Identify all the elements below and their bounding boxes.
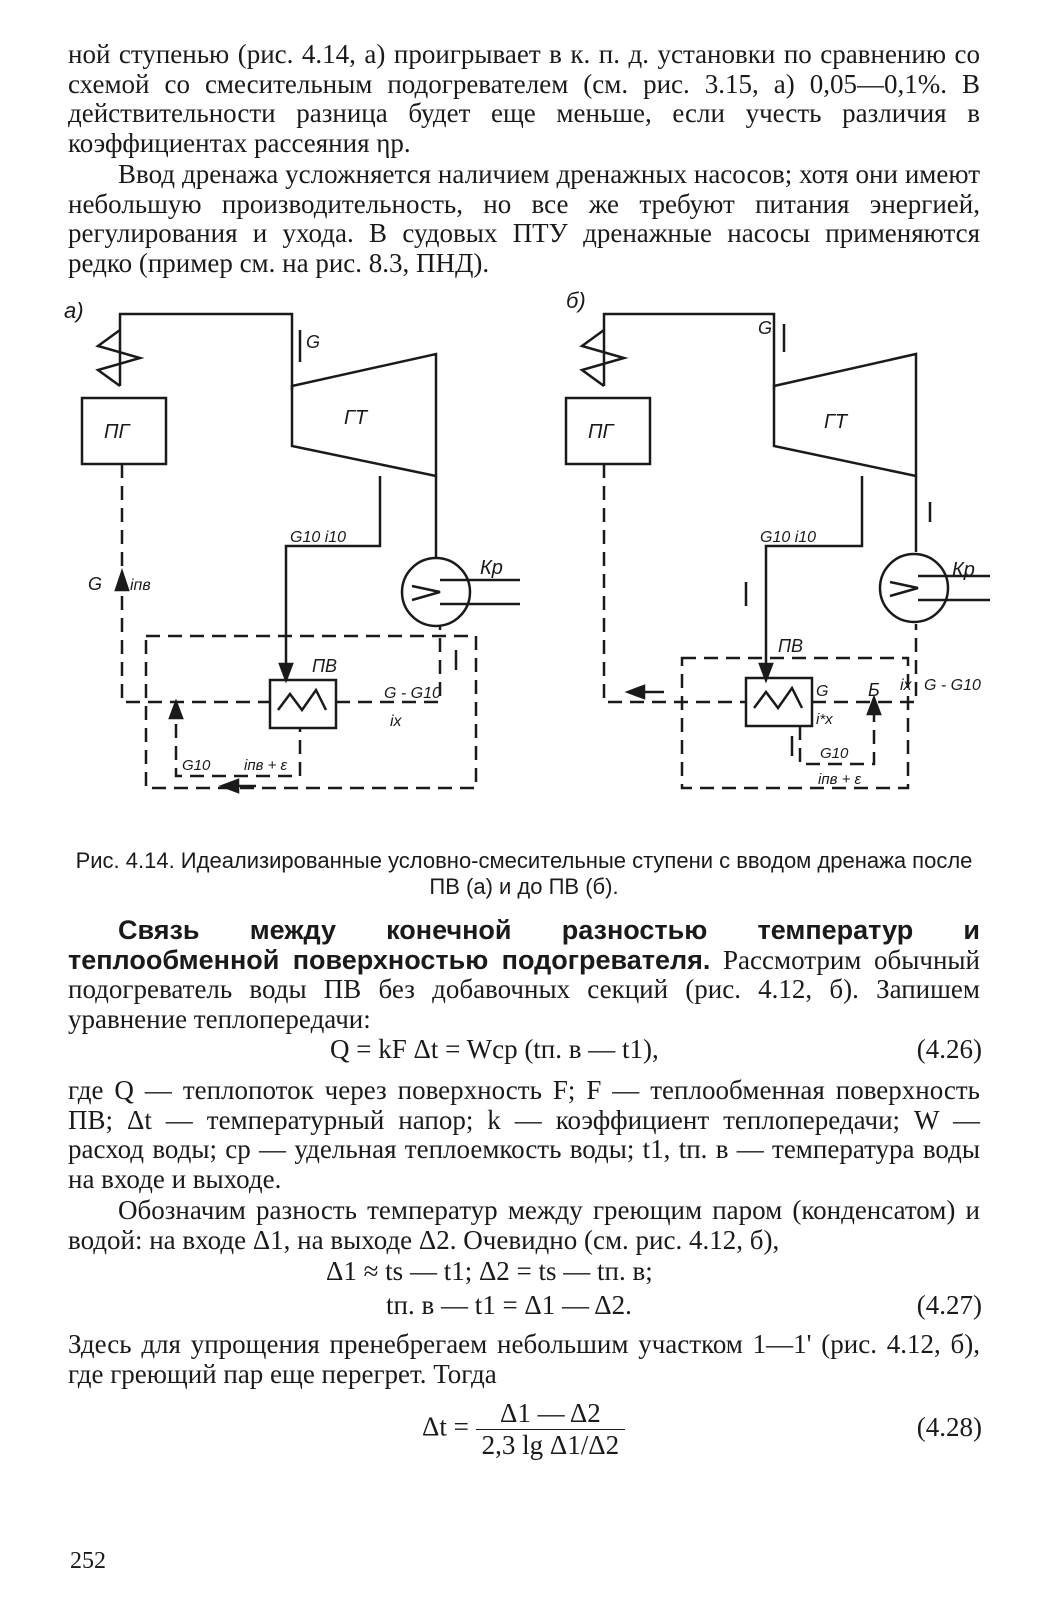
equation-4-27-number: (4.27) [916,1290,982,1320]
paragraph-5: Обозначим разность температур между грею… [68,1195,980,1255]
equation-4-28-denominator: 2,3 lg Δ1/Δ2 [481,1430,620,1460]
gt-label-a: ГТ [344,407,369,429]
equation-4-28-fraction: Δ1 — Δ2 2,3 lg Δ1/Δ2 [475,1398,626,1461]
g10-i10-label-a: G10 i10 [290,529,346,546]
ipv-label-a: iпв [130,577,151,594]
ipv-eps-label-a: iпв + ε [244,757,288,774]
g10-label-b: G10 [820,745,849,762]
paragraph-3-text: Рассмотрим обычный подогреватель воды ПВ… [68,944,980,1034]
pg-label-b: ПГ [588,421,615,443]
figure-4-14: а) ПГ ГТ G Кр G10 i10 ПВ [64,290,990,794]
kr-label-b: Кр [952,559,975,581]
pg-label-a: ПГ [104,421,131,443]
flow-g-label-a: G [306,332,320,352]
equation-4-27-line2: tп. в — t1 = Δ1 — Δ2. [386,1290,632,1320]
pv-heater-a [268,678,338,730]
equation-4-28: Δt = Δ1 — Δ2 2,3 lg Δ1/Δ2 [422,1398,626,1461]
paragraph-2: Ввод дренажа усложняется наличием дренаж… [68,159,980,278]
equation-4-26: Q = kF Δt = Wcp (tп. в — t1), [330,1034,659,1064]
equation-4-27-line1: Δ1 ≈ ts — t1; Δ2 = ts — tп. в; [326,1256,653,1286]
pv-label-a: ПВ [312,656,337,676]
superheater-coil-b [579,328,629,388]
paragraph-6: Здесь для упрощения пренебрегаем небольш… [68,1329,980,1389]
equation-4-28-number: (4.28) [916,1412,982,1442]
g10-i10-label-b: G10 i10 [760,529,816,546]
g-label-b-pv: G [816,683,828,700]
kr-condenser-a [400,556,472,628]
figure-caption: Рис. 4.14. Идеализированные условно-смес… [75,848,973,899]
ipv-eps-label-b: iпв + ε [818,771,862,788]
panel-b-label: б) [566,290,586,313]
ix-star-label-b: i*x [816,711,833,728]
page-number: 252 [70,1548,106,1574]
pv-heater-b [744,676,814,728]
panel-a-label: а) [64,298,84,323]
equation-4-26-number: (4.26) [916,1034,982,1064]
g-minus-g10-label-b: G - G10 [924,677,981,694]
steam-line-a [118,312,294,390]
steam-line-b [602,312,776,390]
equation-4-28-lhs: Δt = [422,1411,469,1442]
ix-label-b: ix [900,677,913,694]
ix-label-a: ix [390,713,403,730]
flow-g-label-b: G [758,318,772,338]
pg-box-b [564,396,652,466]
superheater-coil-a [95,328,145,388]
g-left-label-a: G [88,574,102,594]
section-heading: Связь между конечной разностью температу… [68,915,980,975]
kr-label-a: Кр [480,557,503,579]
paragraph-3: Связь между конечной разностью температу… [68,915,980,1034]
paragraph-1: ной ступенью (рис. 4.14, а) проигрывает … [68,39,980,158]
g-minus-g10-label-a: G - G10 [384,685,441,702]
pv-label-b: ПВ [778,636,803,656]
b-label: Б [868,680,880,700]
pg-box-a [80,396,168,466]
equation-4-28-numerator: Δ1 — Δ2 [475,1398,626,1430]
gt-label-b: ГТ [824,411,849,433]
kr-condenser-b [878,552,950,624]
paragraph-4: где Q — теплопоток через поверхность F; … [68,1075,980,1194]
g10-label-a: G10 [182,757,211,774]
